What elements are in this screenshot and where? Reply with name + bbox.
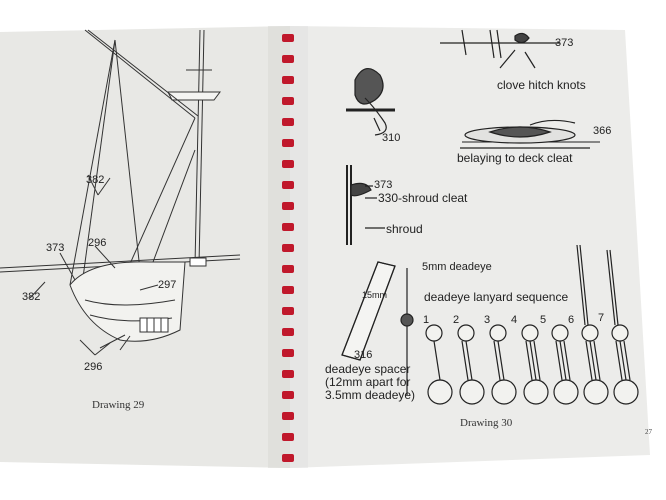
label-297: 297	[158, 279, 177, 291]
seq-1: 1	[423, 314, 430, 326]
page-number: 27	[645, 428, 652, 436]
label-373-top: 373	[555, 37, 574, 49]
caption-drawing-30: Drawing 30	[460, 417, 513, 429]
spiral-binding	[282, 34, 294, 462]
label-373-mid: 373	[374, 179, 393, 191]
left-page	[0, 26, 290, 468]
label-shroud-cleat: 330-shroud cleat	[378, 191, 468, 205]
label-belaying: belaying to deck cleat	[457, 151, 573, 165]
label-373: 373	[46, 242, 65, 254]
label-spacer-15mm: 15mm	[362, 290, 388, 300]
label-deadeye-spacer: deadeye spacer (12mm apart for 3.5mm dea…	[325, 362, 416, 402]
label-310: 310	[382, 132, 401, 144]
seq-5: 5	[540, 314, 547, 326]
label-shroud: shroud	[386, 222, 423, 236]
seq-2: 2	[453, 314, 460, 326]
label-296-lower: 296	[84, 361, 103, 373]
ship-rigging-drawing	[0, 29, 241, 356]
seq-4: 4	[511, 314, 518, 326]
label-316: 316	[354, 349, 373, 361]
seq-7: 7	[598, 312, 605, 324]
label-296-upper: 296	[88, 237, 107, 249]
label-382-lower: 382	[22, 291, 41, 303]
label-366: 366	[593, 125, 612, 137]
seq-6: 6	[568, 314, 575, 326]
label-382-upper: 382	[86, 174, 105, 186]
caption-drawing-29: Drawing 29	[92, 399, 145, 411]
label-lanyard-sequence: deadeye lanyard sequence	[424, 290, 569, 304]
label-clove-hitch: clove hitch knots	[497, 78, 586, 92]
knot-drawings	[341, 29, 639, 405]
label-5mm-deadeye: 5mm deadeye	[422, 261, 492, 273]
seq-3: 3	[484, 314, 491, 326]
